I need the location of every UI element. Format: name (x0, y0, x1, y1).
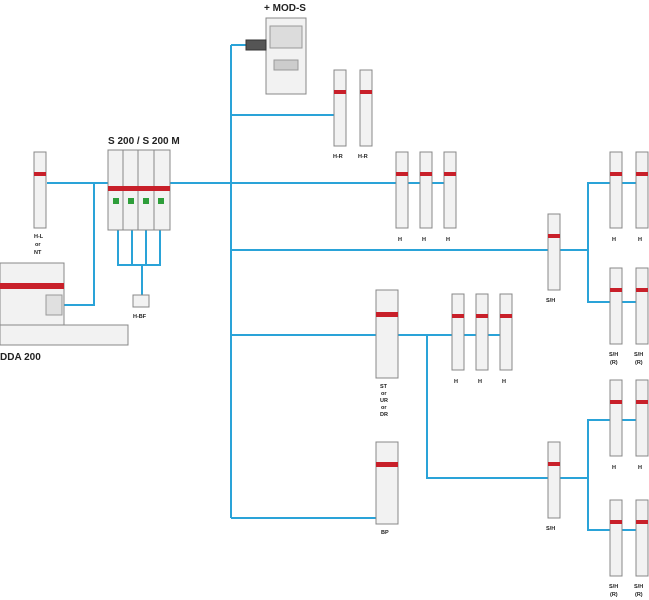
sh-top: S/H (546, 213, 561, 304)
st-label-4: or (381, 405, 387, 411)
st-device: ST or UR or DR (375, 289, 399, 418)
sh-label: S/H (546, 526, 555, 532)
bp-device: BP (375, 441, 399, 536)
wire-st-down (426, 335, 555, 479)
hl-label-1: H-L (34, 234, 44, 240)
hbf-label: H-BF (133, 314, 147, 320)
st-label-2: or (381, 391, 387, 397)
dda200-device: DDA 200 (0, 262, 129, 363)
s200-breakers: S 200 / S 200 M (107, 136, 180, 231)
hr-contacts: H-R H-R (333, 69, 373, 160)
h-label: H (454, 379, 458, 385)
h-contacts-group: H H H (395, 151, 457, 243)
h-label: H (446, 237, 450, 243)
st-label-5: DR (380, 412, 388, 418)
mod-s-label: + MOD-S (264, 3, 306, 14)
shr-label-2: (R) (635, 592, 643, 598)
wire-mcb-bottom (117, 228, 161, 295)
st-label-1: ST (380, 384, 388, 390)
dda200-label: DDA 200 (0, 352, 41, 363)
sh-bottom: S/H (546, 441, 561, 532)
hr-label-1: H-R (333, 154, 343, 160)
h-label: H (422, 237, 426, 243)
shr-label-1: S/H (634, 584, 643, 590)
wire-dda (64, 183, 95, 306)
hl-label-2: or (35, 242, 41, 248)
h-contacts-st: H H H (451, 293, 513, 385)
h-label: H (398, 237, 402, 243)
shr-label-2: (R) (610, 360, 618, 366)
hr-label-2: H-R (358, 154, 368, 160)
h-right-bottom: H H (609, 379, 649, 471)
h-label: H (502, 379, 506, 385)
h-label: H (612, 237, 616, 243)
wire-sh-bot-branch (555, 419, 642, 531)
hl-contact: H-L or NT (33, 151, 47, 256)
h-right-top: H H (609, 151, 649, 243)
h-label: H (612, 465, 616, 471)
h-label: H (638, 237, 642, 243)
h-label: H (638, 465, 642, 471)
shr-label-1: S/H (609, 584, 618, 590)
sh-label: S/H (546, 298, 555, 304)
wire-sh-top-branch (555, 182, 642, 303)
shr-label-1: S/H (634, 352, 643, 358)
hbf-device: H-BF (132, 294, 150, 320)
bp-label: BP (381, 530, 389, 536)
mod-s-module: + MOD-S (245, 3, 307, 95)
st-label-3: UR (380, 398, 388, 404)
shr-label-2: (R) (635, 360, 643, 366)
shr-label-2: (R) (610, 592, 618, 598)
hl-label-3: NT (34, 250, 42, 256)
h-label: H (478, 379, 482, 385)
s200-label: S 200 / S 200 M (108, 136, 180, 147)
shr-right-top: S/H (R) S/H (R) (609, 267, 649, 366)
shr-label-1: S/H (609, 352, 618, 358)
shr-right-bottom: S/H (R) S/H (R) (609, 499, 649, 598)
